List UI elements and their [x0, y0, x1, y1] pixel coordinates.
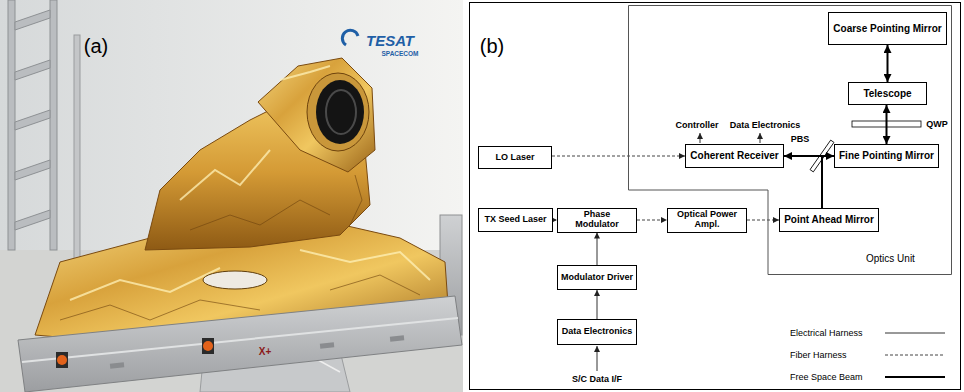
fiber-connector: [637, 220, 667, 221]
region-outline: [629, 6, 952, 275]
node-label: Optical Power Ampl.: [671, 210, 743, 230]
knob: [202, 338, 214, 354]
modulator-box: Phase Modulator: [557, 208, 637, 233]
component-label: PBS: [791, 135, 810, 144]
node-label: Telescope: [863, 89, 911, 99]
legend-group: [885, 333, 945, 377]
ladder-step: [15, 110, 50, 130]
foil-highlight: [300, 250, 430, 280]
node-label: Data Electronics: [562, 327, 633, 337]
driver-box: Modulator Driver: [557, 265, 637, 290]
electrical-connector: [597, 290, 598, 319]
foil-crease: [350, 175, 362, 225]
foil-highlight: [180, 150, 270, 200]
amplifier-box: Optical Power Ampl.: [667, 208, 747, 233]
receiver-box: Coherent Receiver: [685, 144, 784, 168]
top-opening: [203, 271, 267, 289]
panel-label: (a): [84, 36, 108, 56]
node-label: Point Ahead Mirror: [784, 215, 874, 225]
knob-cap: [57, 355, 67, 365]
panel-frame: [470, 3, 961, 390]
foil-crease: [60, 300, 260, 320]
telescope-box: Telescope: [848, 82, 927, 105]
logo-swirl: [342, 30, 358, 45]
node-label: Modulator Driver: [561, 273, 633, 283]
foil-highlight: [70, 268, 220, 300]
rail-slot: [390, 335, 404, 341]
laser-box: LO Laser: [478, 146, 552, 169]
rail-edge: [22, 318, 458, 362]
ladder-frame: [8, 0, 57, 250]
telescope-tube: [258, 58, 375, 172]
electronics-box: Data Electronics: [557, 319, 637, 345]
signal-label: Controller: [675, 121, 718, 130]
region-outline-layer: [628, 5, 952, 275]
mounting-rail: [18, 296, 462, 392]
signal-label: S/C Data I/F: [572, 375, 622, 384]
mirror-box: Point Ahead Mirror: [779, 208, 879, 232]
lens-inner-ring: [326, 90, 356, 134]
rail-slot: [110, 362, 124, 368]
node-label: Phase Modulator: [561, 210, 633, 230]
node-label: LO Laser: [495, 153, 534, 163]
legend-sample: [885, 333, 945, 334]
logo-text: TESAT: [366, 33, 414, 48]
node-label: Optics Unit: [866, 254, 915, 264]
knob-base: [202, 338, 214, 354]
lens-ring: [307, 73, 369, 151]
legend-sample: [885, 355, 945, 356]
node-label: Fine Pointing Mirror: [839, 151, 934, 161]
rail-slots: [110, 335, 404, 368]
signal-label: Data Electronics: [730, 121, 801, 130]
legend-label: Fiber Harness: [790, 351, 847, 360]
knob-cap: [203, 341, 213, 351]
axis-mark: X+: [259, 347, 272, 357]
ladder-step: [15, 10, 50, 30]
node-label: Coherent Receiver: [690, 151, 778, 161]
rail-slot: [320, 342, 334, 348]
signal-wire: [700, 133, 701, 143]
foil-highlights: [70, 66, 430, 300]
foil-crease: [330, 275, 420, 295]
lens-aperture: [316, 80, 364, 144]
foil-crease: [190, 200, 330, 230]
legend-sample: [885, 376, 945, 378]
legend-label: Electrical Harness: [790, 329, 863, 338]
free-space-beam: [886, 105, 888, 144]
signal-wire: [760, 133, 761, 143]
node-label: TX Seed Laser: [484, 215, 546, 225]
photo-background: [0, 0, 463, 392]
mirror-box: Fine Pointing Mirror: [834, 144, 939, 168]
rear-frame-post: [74, 35, 80, 265]
ladder-step: [15, 210, 50, 230]
electrical-connector: [597, 233, 598, 266]
fiber-connector: [552, 156, 685, 157]
ladder-post: [50, 0, 57, 250]
ladder-post: [8, 0, 15, 250]
mirror-box: Coarse Pointing Mirror: [828, 12, 947, 45]
fiber-connector: [747, 220, 779, 221]
connector-group: [552, 45, 888, 319]
optics-unit-region: Optics Unit Coarse Pointing MirrorTelesco…: [628, 5, 952, 275]
logo-subtext: SPACECOM: [381, 51, 418, 58]
knob-base: [56, 352, 68, 368]
legend-label: Free Space Beam: [790, 373, 863, 382]
foil-creases: [60, 175, 420, 320]
knob: [56, 352, 68, 368]
laser-box: TX Seed Laser: [478, 208, 553, 232]
node-label: Coarse Pointing Mirror: [833, 24, 941, 34]
free-space-beam: [822, 156, 834, 208]
free-space-beam: [887, 45, 889, 82]
ladder-step: [15, 60, 50, 80]
signal-wire: [597, 346, 598, 371]
component-label: QWP: [926, 120, 948, 129]
ladder-step: [15, 160, 50, 180]
panel-label: (b): [480, 36, 504, 56]
